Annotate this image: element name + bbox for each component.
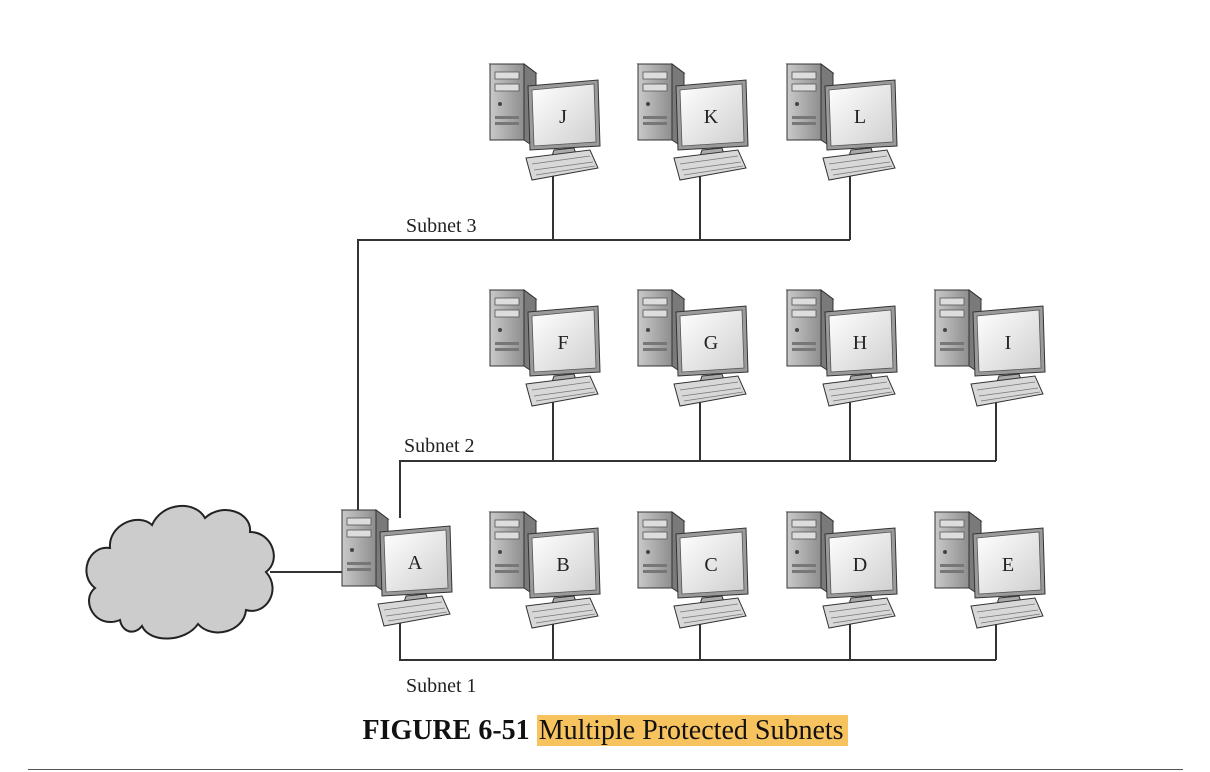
- computer-label: K: [704, 106, 719, 128]
- subnet-3-line: [357, 239, 850, 512]
- computer-label: C: [704, 554, 717, 576]
- desktop-computer-icon: [786, 511, 898, 629]
- subnet-3-label: Subnet 3: [406, 215, 477, 237]
- subnet-2-label: Subnet 2: [404, 435, 475, 457]
- desktop-computer-icon: [786, 289, 898, 407]
- desktop-computer-icon: [341, 509, 453, 627]
- computer-label: B: [556, 554, 569, 576]
- computer-l: L: [786, 63, 898, 181]
- computer-label: F: [557, 332, 568, 354]
- subnet-1-line: [399, 622, 996, 661]
- computer-d: D: [786, 511, 898, 629]
- computer-label: I: [1005, 332, 1012, 354]
- computer-h: H: [786, 289, 898, 407]
- computer-b: B: [489, 511, 601, 629]
- computer-a: A: [341, 509, 453, 627]
- computer-j: J: [489, 63, 601, 181]
- figure-number: FIGURE 6-51: [362, 715, 530, 746]
- desktop-computer-icon: [489, 511, 601, 629]
- computer-k: K: [637, 63, 749, 181]
- desktop-computer-icon: [934, 511, 1046, 629]
- subnet-1-label: Subnet 1: [406, 675, 477, 697]
- desktop-computer-icon: [786, 63, 898, 181]
- desktop-computer-icon: [637, 289, 749, 407]
- desktop-computer-icon: [489, 289, 601, 407]
- computer-label: D: [853, 554, 867, 576]
- computer-i: I: [934, 289, 1046, 407]
- computer-g: G: [637, 289, 749, 407]
- desktop-computer-icon: [637, 63, 749, 181]
- computer-e: E: [934, 511, 1046, 629]
- computer-f: F: [489, 289, 601, 407]
- computer-label: J: [559, 106, 567, 128]
- figure-title: Multiple Protected Subnets: [536, 715, 848, 746]
- subnet-2-line: [399, 460, 996, 518]
- computer-label: H: [853, 332, 867, 354]
- computer-label: L: [854, 106, 866, 128]
- desktop-computer-icon: [637, 511, 749, 629]
- computer-label: E: [1002, 554, 1014, 576]
- bottom-divider: [28, 769, 1183, 770]
- computer-c: C: [637, 511, 749, 629]
- figure-caption: FIGURE 6-51 Multiple Protected Subnets: [0, 714, 1210, 748]
- computer-label: G: [704, 332, 718, 354]
- desktop-computer-icon: [934, 289, 1046, 407]
- internet-cloud-icon: [85, 504, 275, 640]
- desktop-computer-icon: [489, 63, 601, 181]
- computer-label: A: [408, 552, 423, 574]
- network-diagram: Subnet 3 Subnet 2 Subnet 1 J K L F G H: [85, 63, 1046, 697]
